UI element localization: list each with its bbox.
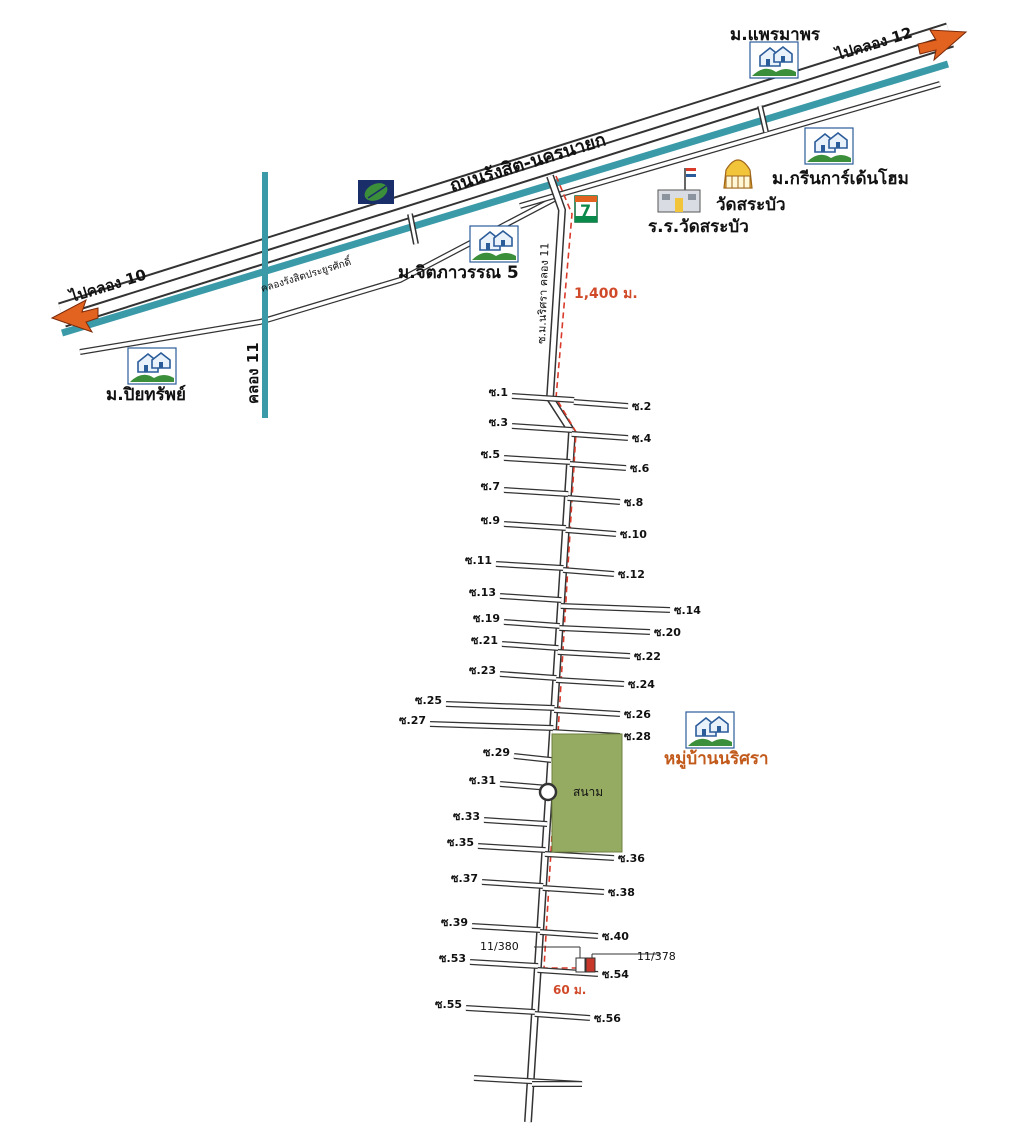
- soi-label: ซ.31: [469, 774, 496, 787]
- soi-label: ซ.4: [632, 432, 652, 445]
- label-narisara: หมู่บ้านนริศรา: [664, 749, 769, 770]
- house-icon-narisara: [685, 711, 735, 749]
- soi-label: ซ.11: [465, 554, 492, 567]
- school-flag-icon: [657, 168, 701, 213]
- seven-eleven-icon: 7: [574, 195, 598, 223]
- soi-label: ซ.53: [439, 952, 466, 965]
- soi-label: ซ.20: [654, 626, 681, 639]
- distance-60: 60 ม.: [553, 983, 586, 997]
- house-icon-phraemaphon: [749, 41, 799, 79]
- soi-label: ซ.26: [624, 708, 651, 721]
- roundabout-icon: [538, 782, 558, 802]
- soi-label: ซ.10: [620, 528, 647, 541]
- plot-left-label: 11/380: [480, 940, 519, 953]
- soi-label: ซ.8: [624, 496, 643, 509]
- soi-label: ซ.12: [618, 568, 645, 581]
- label-school: ร.ร.วัดสระบัว: [648, 217, 749, 237]
- plot-right-label: 11/378: [637, 950, 676, 963]
- soi-label: ซ.35: [447, 836, 474, 849]
- soi-labels: ซ.1 ซ.3 ซ.5 ซ.7 ซ.9 ซ.11 ซ.13 ซ.19 ซ.21 ซ.23 ซ.25 ซ…: [399, 386, 701, 1025]
- arrow-left-icon: [50, 298, 99, 333]
- label-chitpawan: ม.จิตภาวรรณ 5: [398, 263, 519, 283]
- field-label: สนาม: [573, 785, 603, 799]
- house-icon-piyasap: [127, 347, 177, 385]
- soi-label: ซ.6: [630, 462, 650, 475]
- plot-11-378-marker: [585, 957, 596, 973]
- vertical-canal-label: คลอง 11: [244, 342, 262, 404]
- distance-1400: 1,400 ม.: [574, 286, 638, 302]
- label-phraemaphon: ม.แพรมาพร: [730, 25, 821, 45]
- label-wat: วัดสระบัว: [716, 195, 786, 215]
- label-green-garden: ม.กรีนการ์เด้นโฮม: [772, 168, 909, 189]
- soi-label: ซ.9: [481, 514, 500, 527]
- house-icon-green-garden: [804, 127, 854, 165]
- soi-label: ซ.21: [471, 634, 498, 647]
- soi-label: ซ.36: [618, 852, 645, 865]
- soi-label: ซ.13: [469, 586, 496, 599]
- arrow-right-icon: [917, 29, 968, 62]
- soi-label: ซ.28: [624, 730, 651, 743]
- soi-label: ซ.3: [489, 416, 508, 429]
- soi-label: ซ.55: [435, 998, 462, 1011]
- highway: [58, 22, 954, 355]
- soi-label: ซ.56: [594, 1012, 621, 1025]
- soi-label: ซ.39: [441, 916, 468, 929]
- soi-label: ซ.23: [469, 664, 496, 677]
- side-road-label: ซ.ม.นริศรา คลอง 11: [535, 242, 552, 344]
- gas-station-leaf-logo-icon: [358, 180, 394, 204]
- soi-label: ซ.19: [473, 612, 500, 625]
- main-canal: [60, 60, 950, 337]
- soi-label: ซ.24: [628, 678, 655, 691]
- plot-11-380-marker: [575, 957, 586, 973]
- soi-label: ซ.33: [453, 810, 480, 823]
- soi-label: ซ.40: [602, 930, 629, 943]
- soi-label: ซ.14: [674, 604, 701, 617]
- soi-label: ซ.1: [489, 386, 508, 399]
- soi-label: ซ.25: [415, 694, 442, 707]
- house-icon-chitpawan: [469, 225, 519, 263]
- label-piyasap: ม.ปิยทรัพย์: [106, 384, 186, 405]
- soi-label: ซ.7: [481, 480, 500, 493]
- soi-roads: [429, 393, 671, 1087]
- soi-label: ซ.38: [608, 886, 635, 899]
- soi-label: ซ.5: [481, 448, 500, 461]
- svg-text:7: 7: [580, 201, 591, 220]
- soi-label: ซ.27: [399, 714, 426, 727]
- soi-label: ซ.29: [483, 746, 510, 759]
- field-area: [551, 733, 623, 853]
- soi-label: ซ.2: [632, 400, 651, 413]
- soi-label: ซ.37: [451, 872, 478, 885]
- temple-icon: [723, 159, 753, 189]
- soi-label: ซ.54: [602, 968, 629, 981]
- soi-label: ซ.22: [634, 650, 661, 663]
